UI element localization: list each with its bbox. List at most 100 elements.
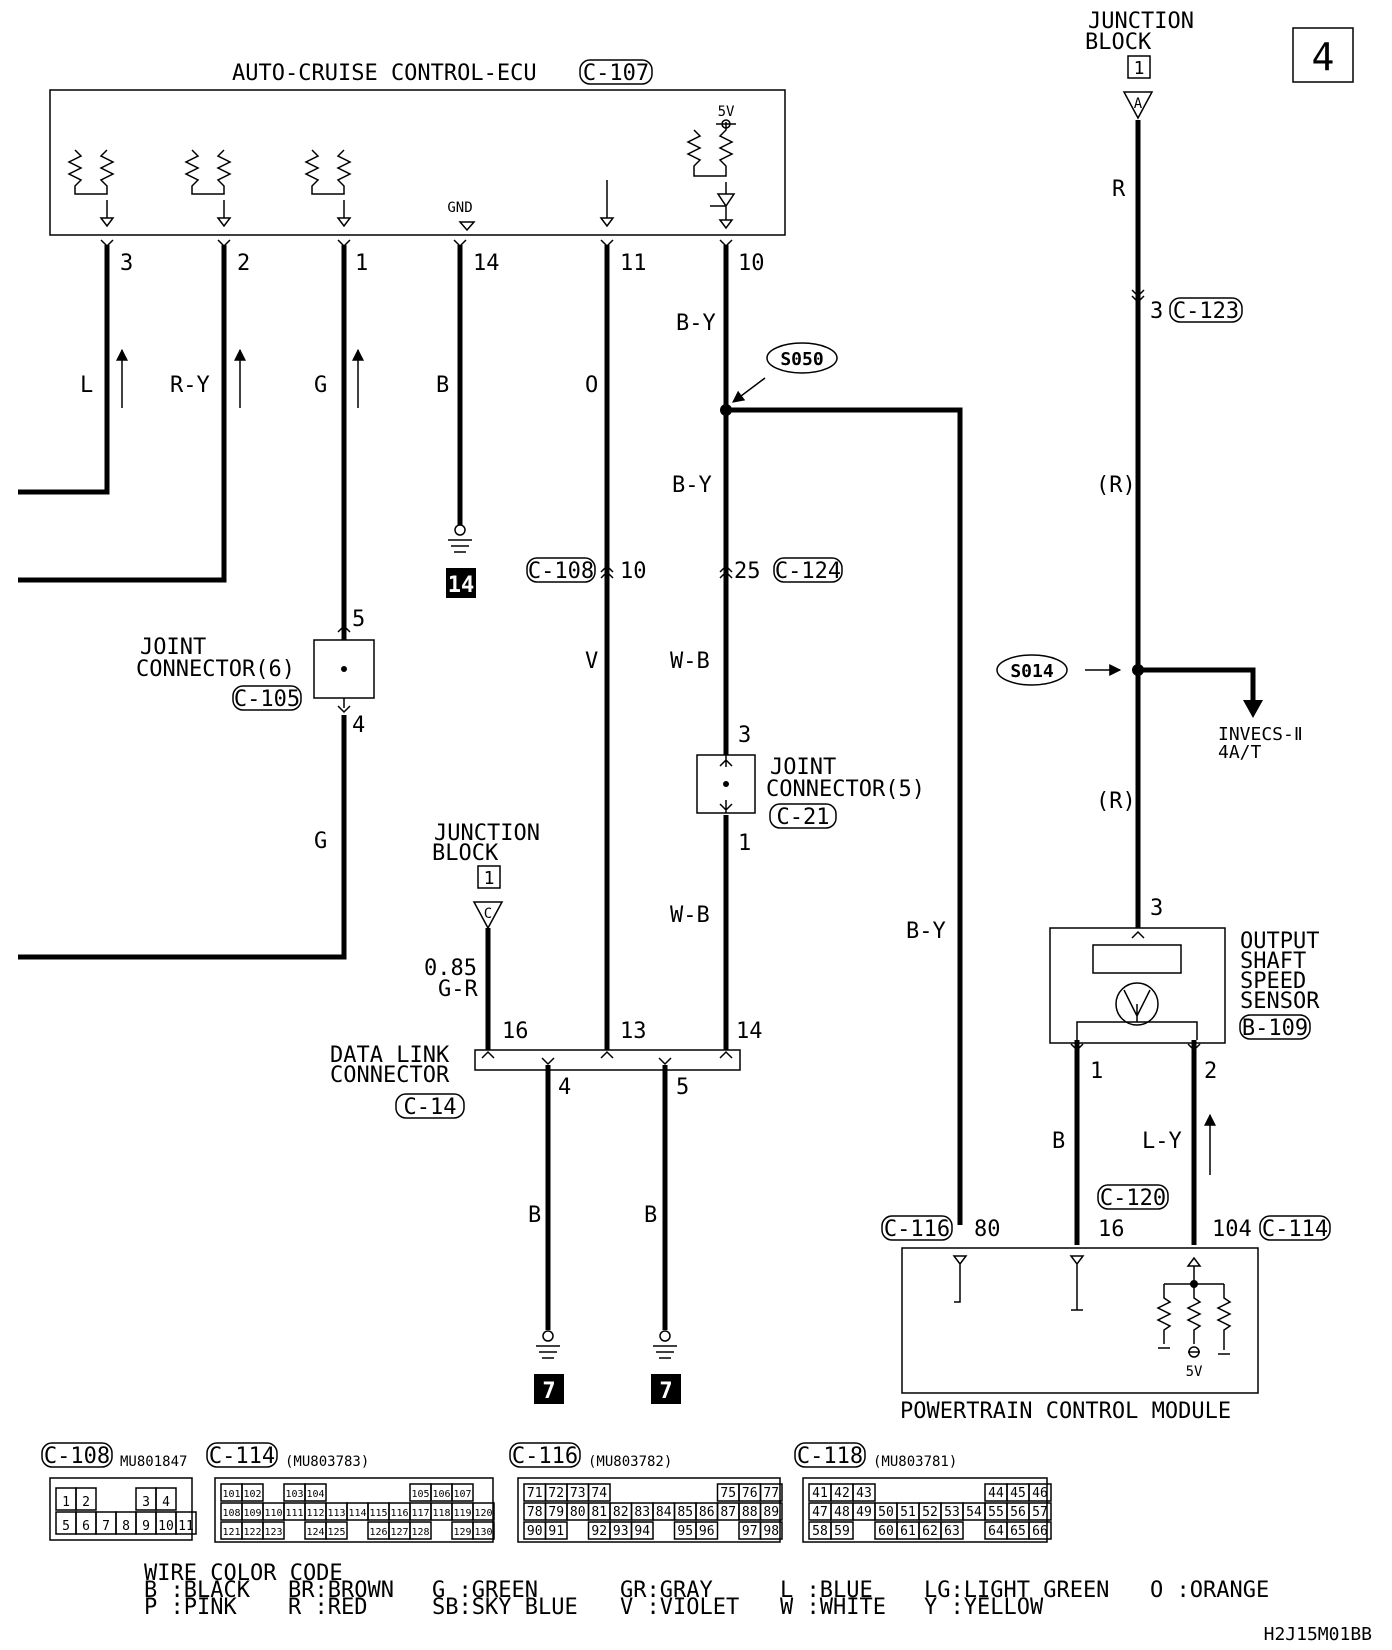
c124-label: C-124 — [775, 559, 841, 584]
figure-code: H2J15M01BB — [1264, 1624, 1372, 1645]
connector-pin: 84 — [656, 1505, 672, 1520]
jb-title: JUNCTION — [434, 821, 540, 846]
dlc-title: CONNECTOR — [330, 1063, 450, 1088]
wire-label: W-B — [670, 649, 710, 674]
connector-pin: 88 — [742, 1505, 758, 1520]
ecu-pin: 3 — [120, 251, 133, 276]
invecs-line: 4A/T — [1218, 742, 1262, 763]
connector-pin: 103 — [285, 1489, 303, 1500]
connector-pin: 48 — [834, 1505, 850, 1520]
wire-label: B — [436, 373, 449, 398]
c124-pin: 25 — [734, 559, 761, 584]
connector-pin: 3 — [142, 1495, 150, 1510]
connector-pin: 56 — [1010, 1505, 1026, 1520]
sensor-connector: B-109 — [1242, 1016, 1308, 1041]
connector-pin: 81 — [591, 1505, 607, 1520]
connector-pin: 53 — [944, 1505, 960, 1520]
connector-view-part: MU801847 — [120, 1454, 187, 1470]
connector-pin: 127 — [390, 1527, 408, 1538]
wire-color-legend: WIRE COLOR CODE B :BLACK BR:BROWN G :GRE… — [144, 1561, 1269, 1620]
dlc-pin: 13 — [620, 1019, 647, 1044]
jb-terminal: C — [484, 906, 492, 922]
connector-pin: 86 — [699, 1505, 715, 1520]
invecs-line: INVECS-Ⅱ — [1218, 724, 1303, 745]
jc-pin: 3 — [738, 723, 751, 748]
connector-pin: 112 — [306, 1508, 324, 1519]
jc-pin: 1 — [738, 831, 751, 856]
c108-label: C-108 — [528, 559, 594, 584]
wire-label: R-Y — [170, 373, 210, 398]
connector-pin: 104 — [306, 1489, 324, 1500]
output-shaft-speed-sensor: 3 1 2 OUTPUT SHAFT SPEED SENSOR B-109 — [1049, 896, 1320, 1084]
connector-view-part: (MU803781) — [873, 1454, 957, 1470]
legend-item: R :RED — [288, 1595, 367, 1620]
connector-pin: 63 — [944, 1524, 960, 1539]
splice-s050: S050 — [720, 342, 838, 416]
connector-pin: 11 — [178, 1519, 194, 1534]
connector-pin: 4 — [162, 1495, 170, 1510]
connector-pin: 94 — [634, 1524, 650, 1539]
connector-pin: 85 — [677, 1505, 693, 1520]
connector-pin: 106 — [432, 1489, 450, 1500]
ecu-pin: 2 — [237, 251, 250, 276]
legend-item: B :BLACK — [144, 1578, 251, 1603]
c108-pin: 10 — [620, 559, 647, 584]
dlc-pin: 4 — [558, 1075, 571, 1100]
jb-number: 1 — [484, 868, 495, 889]
legend-item: V :VIOLET — [620, 1595, 739, 1620]
connector-pin: 97 — [742, 1524, 758, 1539]
jb-title: JUNCTION — [1088, 9, 1194, 34]
connector-pin: 87 — [720, 1505, 736, 1520]
wire-label: (R) — [1096, 789, 1136, 814]
sensor-title: SHAFT — [1240, 949, 1306, 974]
jb-pin: 3 — [1150, 299, 1163, 324]
dlc-pin: 14 — [736, 1019, 763, 1044]
wire-label: B-Y — [676, 311, 716, 336]
wire-label: B-Y — [672, 473, 712, 498]
connector-pin: 118 — [432, 1508, 450, 1519]
connector-pin: 129 — [453, 1527, 471, 1538]
jc-title: JOINT — [140, 635, 206, 660]
sensor-pin: 1 — [1090, 1059, 1103, 1084]
connector-pin: 8 — [122, 1519, 130, 1534]
connector-pin: 41 — [812, 1486, 828, 1501]
page-number-box: 4 — [1292, 27, 1354, 83]
connector-pin: 126 — [369, 1527, 387, 1538]
connector-pin: 5 — [62, 1519, 70, 1534]
ecu-gnd-label: GND — [447, 200, 472, 216]
legend-item: P :PINK — [144, 1595, 237, 1620]
connector-pin: 96 — [699, 1524, 715, 1539]
connector-pin: 80 — [570, 1505, 586, 1520]
connector-pin: 115 — [369, 1508, 387, 1519]
connector-pin: 91 — [548, 1524, 564, 1539]
inline-connectors: C-108 10 25 C-124 — [526, 557, 843, 584]
connector-pin: 109 — [243, 1508, 261, 1519]
ground-7-right: 7 — [651, 1330, 681, 1404]
connector-pin: 82 — [613, 1505, 629, 1520]
connector-pin: 122 — [243, 1527, 261, 1538]
connector-pin: 123 — [264, 1527, 282, 1538]
current-arrows — [116, 348, 1216, 1175]
connector-pin: 75 — [720, 1486, 736, 1501]
connector-pin: 54 — [966, 1505, 982, 1520]
connector-pin: 45 — [1010, 1486, 1026, 1501]
c120-label-group: C-120 — [1097, 1184, 1169, 1211]
legend-item: L :BLUE — [780, 1578, 873, 1603]
ecu-pin: 11 — [620, 251, 647, 276]
dlc-pin: 16 — [502, 1019, 529, 1044]
connector-pin: 2 — [82, 1495, 90, 1510]
connector-view-name: C-118 — [797, 1444, 863, 1469]
legend-item: GR:GRAY — [620, 1578, 713, 1603]
connector-pin: 110 — [264, 1508, 282, 1519]
data-link-connector: 16 13 14 4 5 DATA LINK CONNECTOR C-14 — [330, 1019, 763, 1120]
connector-pin: 52 — [922, 1505, 938, 1520]
connector-view-part: (MU803782) — [588, 1454, 672, 1470]
ground-number: 14 — [448, 573, 475, 598]
ground-number: 7 — [659, 1379, 672, 1404]
ground-7-left: 7 — [534, 1330, 564, 1404]
connector-pin: 117 — [411, 1508, 429, 1519]
connector-pin: 66 — [1032, 1524, 1048, 1539]
connector-pin: 125 — [327, 1527, 345, 1538]
